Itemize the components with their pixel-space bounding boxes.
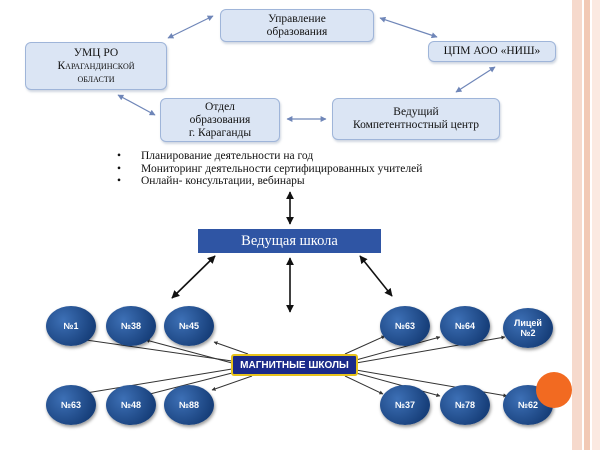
node-cpm: ЦПМ АОО «НИШ»	[428, 41, 556, 62]
link-umc-otd	[117, 94, 156, 116]
task-item: Планирование деятельности на год	[115, 150, 422, 163]
link-magnet-school	[344, 375, 384, 395]
link-magnet-school	[355, 336, 441, 361]
link-magnet-school	[78, 337, 233, 362]
school-circle: №1	[46, 306, 96, 346]
school-circle: №38	[106, 306, 156, 346]
school-circle: Лицей №2	[503, 308, 553, 348]
school-circle: №63	[380, 306, 430, 346]
lead-school-label: Ведущая школа	[241, 232, 338, 249]
node-umc: УМЦ РО Карагандинской области	[25, 42, 167, 90]
task-item: Мониторинг деятельности сертифицированны…	[115, 163, 422, 176]
node-vedushchiy: Ведущий Компетентностный центр	[332, 98, 500, 140]
link-magnet-school	[145, 338, 233, 364]
link-magnet-school	[211, 375, 253, 391]
school-circle: №64	[440, 306, 490, 346]
node-otdel-label: Отдел образования г. Караганды	[188, 100, 252, 139]
link-magnet-school	[213, 341, 249, 355]
link-lead-right	[359, 255, 393, 297]
task-item: Онлайн- консультации, вебинары	[115, 175, 422, 188]
link-magnet-school	[355, 335, 506, 364]
link-upr-cpm	[379, 16, 438, 39]
decor-stripe	[572, 0, 582, 450]
node-upravlenie: Управление образования	[220, 9, 374, 42]
node-otdel: Отдел образования г. Караганды	[160, 98, 280, 142]
node-vedushchiy-label: Ведущий Компетентностный центр	[352, 106, 480, 131]
school-circle: №45	[164, 306, 214, 346]
link-magnet-school	[355, 372, 441, 397]
school-circle: №37	[380, 385, 430, 425]
accent-dot	[536, 372, 572, 408]
link-magnet-school	[79, 368, 233, 396]
node-upravlenie-label: Управление образования	[266, 12, 328, 38]
school-circle: №88	[164, 385, 214, 425]
lead-school-box: Ведущая школа	[198, 229, 381, 253]
decor-stripe	[584, 0, 590, 450]
magnet-schools-box: МАГНИТНЫЕ ШКОЛЫ	[231, 354, 358, 376]
link-ved-cpm	[455, 66, 496, 93]
school-circle: №48	[106, 385, 156, 425]
magnet-schools-label: МАГНИТНЫЕ ШКОЛЫ	[240, 359, 349, 371]
school-circle: №78	[440, 385, 490, 425]
link-lead-left	[171, 255, 216, 299]
link-magnet-school	[344, 335, 386, 355]
task-list: Планирование деятельности на год Монитор…	[115, 150, 422, 188]
node-cpm-label: ЦПМ АОО «НИШ»	[443, 45, 541, 57]
link-magnet-school	[145, 371, 237, 397]
school-circle: №63	[46, 385, 96, 425]
link-umc-upr	[167, 15, 214, 39]
decor-stripe	[592, 0, 600, 450]
node-umc-label: УМЦ РО Карагандинской области	[57, 46, 135, 85]
